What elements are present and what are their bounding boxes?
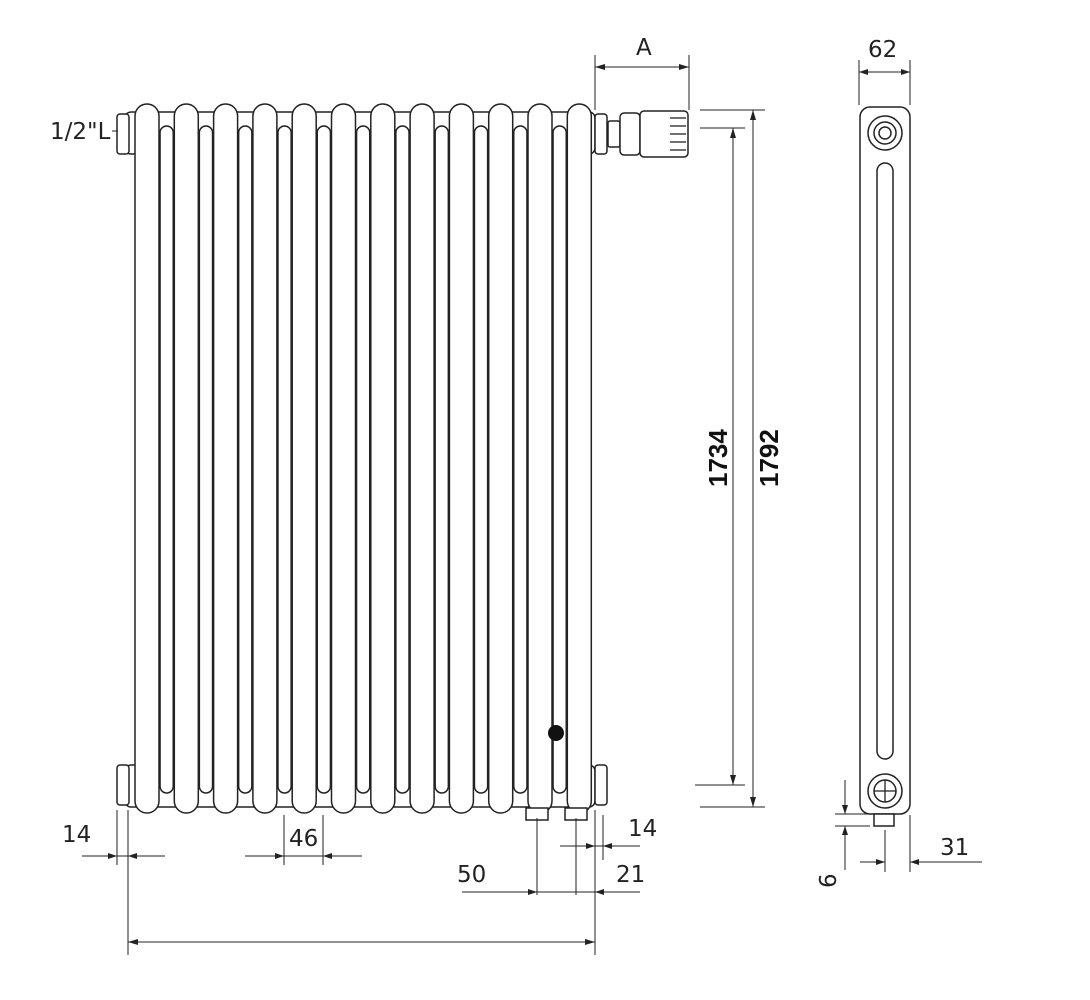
- front-column: [409, 103, 435, 814]
- front-column: [448, 103, 475, 814]
- rear-column: [159, 125, 175, 794]
- dim-A: A: [594, 35, 690, 110]
- svg-text:46: 46: [289, 826, 318, 852]
- rear-column: [552, 125, 567, 794]
- front-column: [173, 103, 200, 814]
- rear-column: [316, 125, 332, 794]
- front-columns: [134, 103, 593, 814]
- thread-label: 1/2"L: [50, 119, 111, 145]
- rear-column: [198, 125, 214, 794]
- bottom-dims: 14 46 14 50 21: [62, 810, 657, 955]
- rear-column: [513, 125, 528, 794]
- bottom-connectors: [525, 807, 588, 821]
- front-column: [527, 103, 553, 814]
- front-column: [330, 103, 357, 814]
- front-column: [566, 103, 593, 814]
- dim-heights: 1734 1792: [695, 109, 784, 808]
- air-vent-dot: [548, 725, 564, 741]
- front-column: [370, 103, 396, 814]
- svg-text:21: 21: [616, 862, 645, 888]
- svg-text:1734: 1734: [703, 429, 733, 487]
- rear-column: [473, 125, 489, 794]
- front-column: [212, 103, 239, 814]
- rear-column: [355, 125, 371, 794]
- rear-column: [277, 125, 292, 794]
- svg-text:62: 62: [868, 37, 897, 63]
- rear-columns-mid: [159, 125, 567, 794]
- front-column: [134, 103, 160, 814]
- front-column: [487, 103, 514, 814]
- front-column: [291, 103, 317, 814]
- front-column: [252, 103, 278, 814]
- right-plugs: [594, 113, 608, 806]
- svg-text:A: A: [636, 35, 652, 61]
- svg-text:1792: 1792: [754, 429, 784, 487]
- svg-text:50: 50: [457, 862, 486, 888]
- rear-column: [237, 125, 253, 794]
- rear-column: [434, 125, 450, 794]
- svg-text:31: 31: [940, 835, 969, 861]
- svg-text:14: 14: [62, 822, 91, 848]
- side-view: 62 6 31: [816, 37, 982, 888]
- thermostatic-valve-icon: [607, 110, 689, 158]
- rear-column: [395, 125, 410, 794]
- svg-text:6: 6: [816, 873, 842, 888]
- left-plugs: [116, 113, 130, 806]
- svg-text:14: 14: [628, 816, 657, 842]
